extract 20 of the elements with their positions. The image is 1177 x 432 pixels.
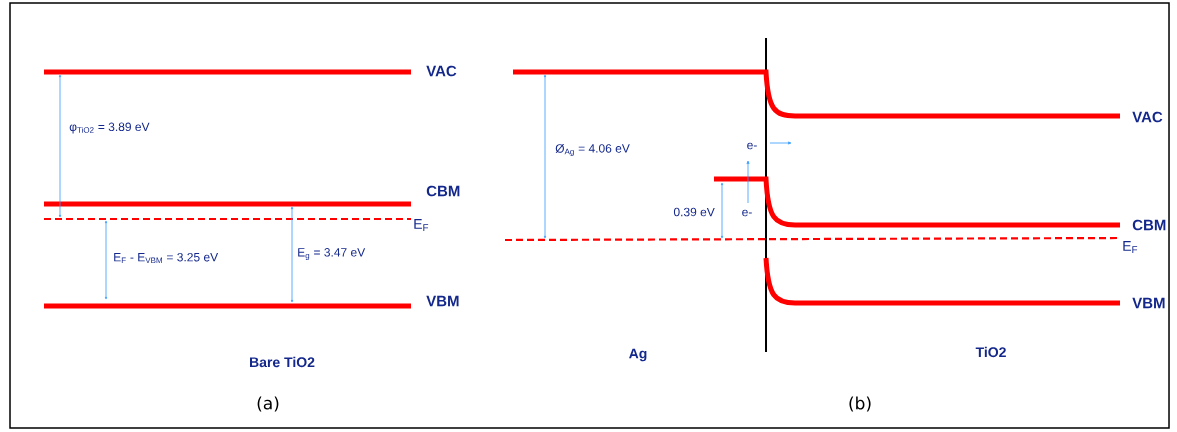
electron-label: e- (742, 209, 752, 217)
fermi-label: E$_{F}$ (1123, 241, 1138, 253)
band-label: VBM (426, 295, 459, 307)
material-label: Ag (629, 348, 647, 362)
band-label: VAC (426, 65, 457, 77)
value-label: 0.39 eV (673, 207, 715, 217)
panel-label: (b) (849, 396, 871, 412)
material-label: Bare TiO2 (250, 356, 315, 368)
band-label: CBM (426, 185, 460, 197)
material-label: TiO2 (975, 346, 1006, 358)
band-label: VBM (1132, 297, 1165, 309)
electron-label: e- (747, 142, 757, 150)
band-label: VAC (1132, 111, 1163, 123)
band-label: CBM (1132, 219, 1166, 231)
value-label: E$_{F}$ - E$_{VBM}$ = 3.25 eV (114, 252, 219, 264)
panel-label: (a) (257, 396, 279, 412)
value-label: Ø$_{Ag}$ = 4.06 eV (555, 144, 630, 157)
fermi-label: E$_{F}$ (414, 219, 429, 231)
value-label: E$_{g}$ = 3.47 eV (298, 248, 366, 260)
value-label: φ$_{TiO2}$ = 3.89 eV (69, 122, 150, 134)
